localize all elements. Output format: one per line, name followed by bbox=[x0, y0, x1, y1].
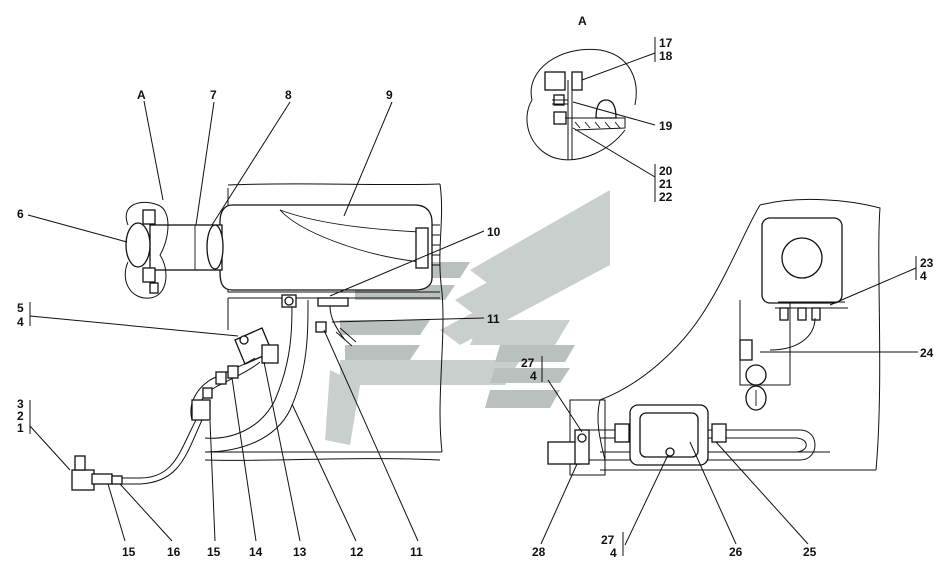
callout-2: 2 bbox=[17, 409, 24, 423]
intake-pipe bbox=[149, 224, 224, 271]
view-label: A bbox=[578, 14, 587, 28]
callout-3: 3 bbox=[17, 397, 24, 411]
heater-unit bbox=[219, 204, 440, 291]
bottom-label: 16 bbox=[167, 545, 181, 559]
callout-1: 1 bbox=[17, 421, 24, 435]
fraction-bars bbox=[29, 37, 917, 556]
callout-11-upper: 11 bbox=[487, 312, 500, 326]
bottom-label: 15 bbox=[207, 545, 221, 559]
bottom-label: 26 bbox=[729, 545, 743, 559]
callout-24: 24 bbox=[920, 346, 934, 360]
callout-7: 7 bbox=[210, 88, 217, 102]
callout-6: 6 bbox=[17, 207, 24, 221]
intake-end bbox=[124, 201, 169, 299]
callout-4-d: 4 bbox=[610, 546, 617, 560]
callout-21: 21 bbox=[659, 177, 673, 191]
callout-4-a: 4 bbox=[17, 315, 24, 329]
callout-18: 18 bbox=[659, 49, 673, 63]
callout-27-lower: 27 bbox=[601, 533, 615, 547]
callout-23: 23 bbox=[920, 256, 934, 270]
callout-4-c: 4 bbox=[530, 369, 537, 383]
bottom-label: 25 bbox=[803, 545, 817, 559]
callout-8: 8 bbox=[285, 88, 292, 102]
callout-9: 9 bbox=[386, 88, 393, 102]
bottom-labels: 15 16 15 14 13 12 11 28 26 25 bbox=[122, 545, 817, 559]
detail-view-a bbox=[526, 48, 637, 161]
bottom-label: 14 bbox=[249, 545, 263, 559]
callout-5: 5 bbox=[17, 301, 24, 315]
callout-19: 19 bbox=[659, 119, 673, 133]
fuel-system bbox=[71, 294, 357, 491]
right-assembly bbox=[547, 198, 881, 476]
bottom-label: 13 bbox=[293, 545, 307, 559]
callout-17: 17 bbox=[659, 36, 673, 50]
bottom-label: 28 bbox=[532, 545, 546, 559]
bottom-label: 12 bbox=[350, 545, 364, 559]
callout-labels: A A 7 8 9 6 10 11 5 4 3 2 1 17 18 19 20 … bbox=[17, 14, 934, 560]
callout-22: 22 bbox=[659, 190, 673, 204]
callout-a: A bbox=[137, 88, 146, 102]
callout-10: 10 bbox=[487, 225, 501, 239]
callout-4-b: 4 bbox=[920, 269, 927, 283]
bottom-label: 15 bbox=[122, 545, 136, 559]
callout-27-upper: 27 bbox=[521, 356, 535, 370]
bottom-label: 11 bbox=[410, 545, 423, 559]
callout-20: 20 bbox=[659, 164, 673, 178]
leader-lines bbox=[27, 52, 918, 546]
